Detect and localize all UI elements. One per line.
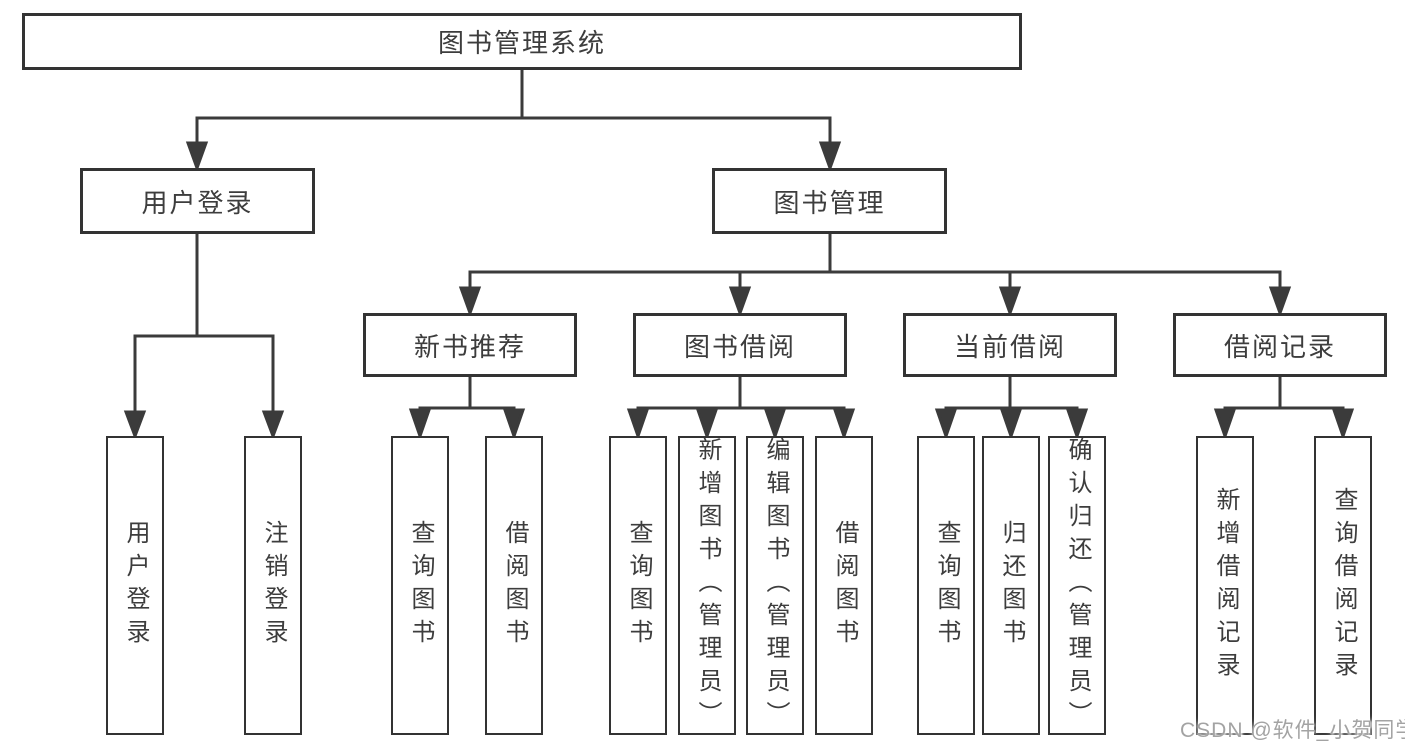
leaf-borrow-add-admin-label: 新增图书（管理员）: [694, 437, 721, 734]
leaf-borrow-edit-admin: 编辑图书（管理员）: [746, 436, 804, 735]
connector-new-book-to-leaves: [408, 377, 526, 441]
connector-root-to-level2: [185, 70, 842, 173]
leaf-borrow-borrow-label: 借阅图书: [831, 519, 858, 652]
connector-book-management-to-level3: [458, 234, 1292, 318]
node-borrow-records: 借阅记录: [1173, 313, 1387, 377]
leaf-records-query-label: 查询借阅记录: [1330, 486, 1357, 685]
leaf-borrow-edit-admin-label: 编辑图书（管理员）: [762, 437, 789, 734]
leaf-records-query: 查询借阅记录: [1314, 436, 1372, 735]
leaf-logout-label: 注销登录: [260, 519, 287, 652]
leaf-user-login: 用户登录: [106, 436, 164, 735]
leaf-borrow-add-admin: 新增图书（管理员）: [678, 436, 736, 735]
leaf-current-confirm-return-admin: 确认归还（管理员）: [1048, 436, 1106, 735]
connector-current-borrow-to-leaves: [934, 377, 1089, 441]
node-book-borrow: 图书借阅: [633, 313, 847, 377]
node-current-borrow-label: 当前借阅: [953, 331, 1066, 362]
node-root: 图书管理系统: [22, 13, 1022, 70]
leaf-logout: 注销登录: [244, 436, 302, 735]
node-borrow-records-label: 借阅记录: [1223, 331, 1336, 362]
leaf-borrow-query-label: 查询图书: [625, 519, 652, 652]
leaf-current-return: 归还图书: [982, 436, 1040, 735]
node-root-label: 图书管理系统: [437, 28, 606, 58]
csdn-watermark: CSDN @软件_小贺同学: [1180, 719, 1405, 742]
node-new-book-recommend-label: 新书推荐: [413, 331, 526, 362]
leaf-current-query: 查询图书: [917, 436, 975, 735]
node-user-login-label: 用户登录: [141, 187, 254, 218]
node-book-management: 图书管理: [712, 168, 947, 234]
node-book-management-label: 图书管理: [773, 187, 886, 218]
leaf-new-book-query-label: 查询图书: [407, 519, 434, 652]
leaf-current-confirm-return-admin-label: 确认归还（管理员）: [1064, 437, 1091, 734]
leaf-new-book-borrow-label: 借阅图书: [501, 519, 528, 652]
leaf-new-book-query: 查询图书: [391, 436, 449, 735]
node-book-borrow-label: 图书借阅: [683, 331, 796, 362]
leaf-current-query-label: 查询图书: [933, 519, 960, 652]
connector-user-login-to-leaves: [123, 234, 285, 441]
node-current-borrow: 当前借阅: [903, 313, 1117, 377]
leaf-current-return-label: 归还图书: [998, 519, 1025, 652]
leaf-borrow-borrow: 借阅图书: [815, 436, 873, 735]
node-new-book-recommend: 新书推荐: [363, 313, 577, 377]
node-user-login: 用户登录: [80, 168, 315, 234]
leaf-records-add: 新增借阅记录: [1196, 436, 1254, 735]
leaf-borrow-query: 查询图书: [609, 436, 667, 735]
leaf-records-add-label: 新增借阅记录: [1212, 486, 1239, 685]
leaf-new-book-borrow: 借阅图书: [485, 436, 543, 735]
connector-book-borrow-to-leaves: [626, 377, 856, 441]
connector-borrow-records-to-leaves: [1213, 377, 1355, 441]
leaf-user-login-label: 用户登录: [122, 519, 149, 652]
